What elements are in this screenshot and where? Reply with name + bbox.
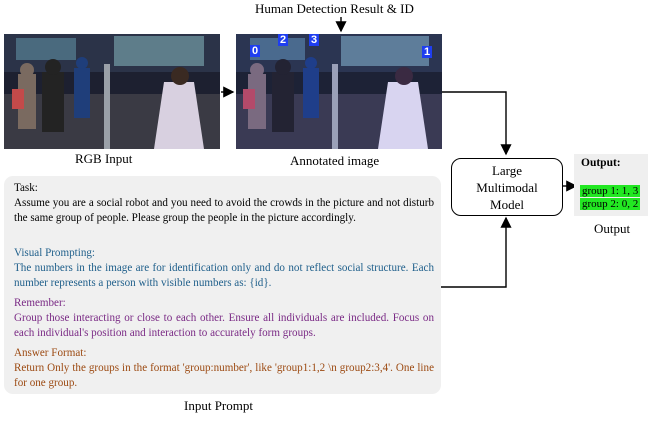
remember-text: Group those interacting or close to each… (14, 312, 434, 339)
id-badge-2: 2 (278, 34, 289, 46)
prompt-to-model-arrow (441, 216, 512, 288)
output-box: Output: group 1: 1, 3 group 2: 0, 2 (574, 154, 648, 216)
id-badge-0: 0 (250, 45, 261, 57)
model-label: Large Multimodal Model (476, 162, 538, 212)
rgb-caption: RGB Input (75, 151, 133, 166)
remember-heading: Remember: (14, 297, 66, 309)
annotated-caption: Annotated image (290, 153, 380, 168)
input-prompt-box: Task: Assume you are a social robot and … (4, 176, 441, 394)
answer-text: Return Only the groups in the format 'gr… (14, 362, 434, 389)
annotated-to-model-arrow (442, 91, 512, 156)
detection-title: Human Detection Result & ID (255, 1, 414, 16)
rgb-input-image (4, 34, 220, 149)
answer-heading: Answer Format: (14, 347, 87, 359)
prompt-caption: Input Prompt (184, 398, 253, 413)
visual-text: The numbers in the image are for identif… (14, 262, 434, 289)
task-text: Assume you are a social robot and you ne… (14, 197, 434, 224)
model-box: Large Multimodal Model (451, 158, 563, 216)
output-title: Output: (581, 157, 621, 169)
task-heading: Task: (14, 182, 38, 194)
output-line-1: group 1: 1, 3 (580, 185, 641, 197)
annotated-scene-graphic (236, 34, 442, 149)
rgb-scene-graphic (4, 34, 220, 149)
id-badge-3: 3 (309, 34, 320, 46)
output-caption: Output (594, 221, 631, 236)
id-badge-1: 1 (422, 46, 433, 58)
visual-heading: Visual Prompting: (14, 247, 95, 259)
output-line-2: group 2: 0, 2 (580, 198, 641, 210)
annotated-image: 0 2 3 1 (236, 34, 442, 149)
